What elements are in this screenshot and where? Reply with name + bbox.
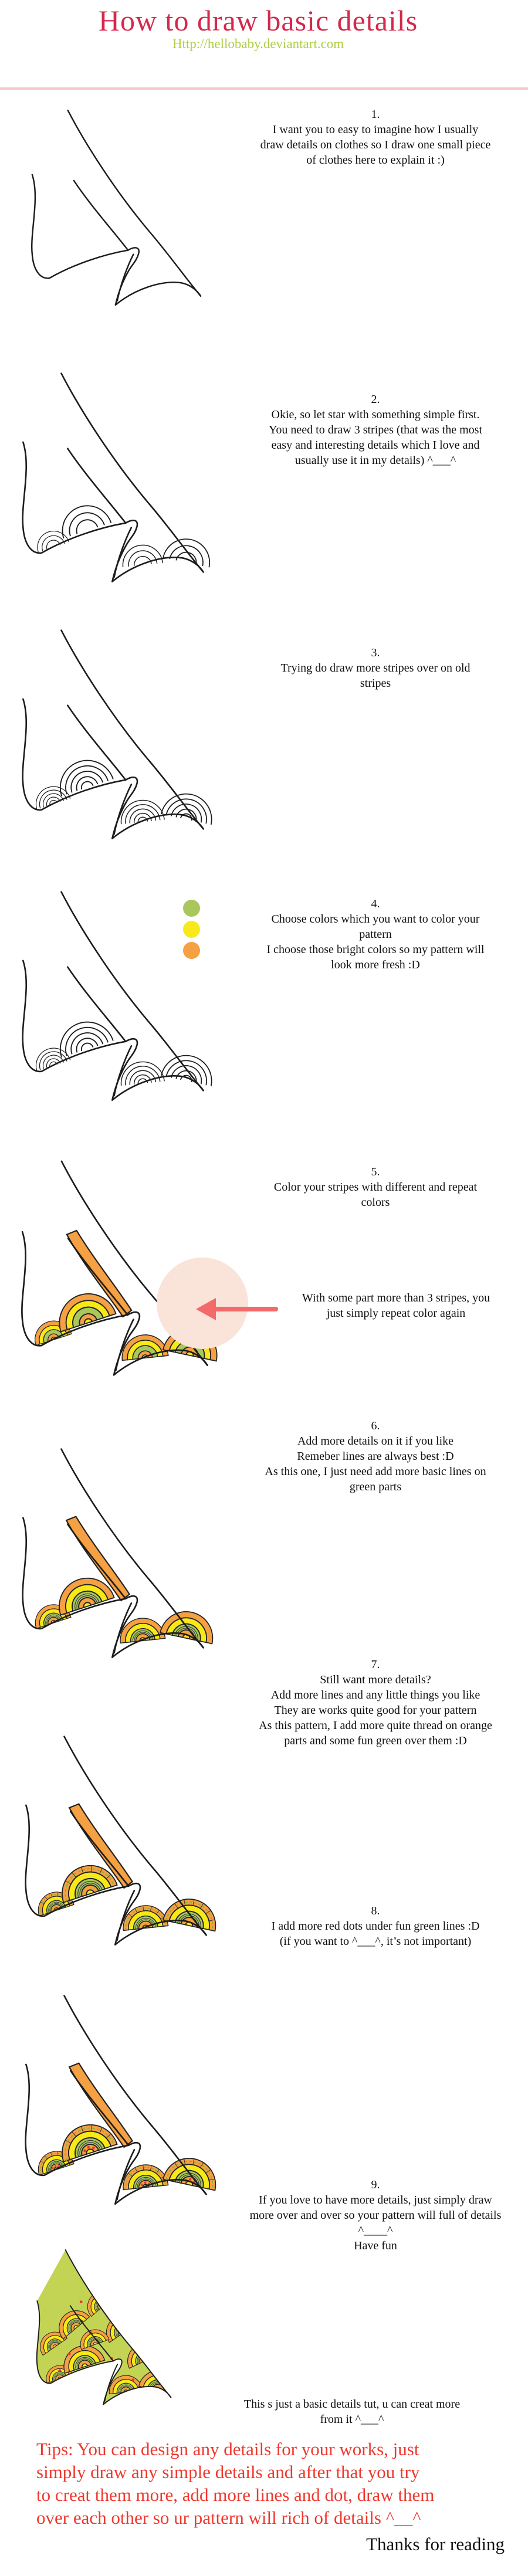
step-text-line: Add more details on it if you like [297,1435,454,1448]
step-text-line: They are works quite good for your patte… [274,1704,477,1717]
step-text-line: more over and over so your pattern will … [249,2209,502,2222]
footer-note-line: from it ^___^ [320,2413,384,2426]
step-5-text: 5. Color your stripes with different and … [229,1164,522,1210]
step-text-line: Choose colors which you want to color yo… [271,913,480,926]
step-text-line: Add more lines and any little things you… [270,1689,480,1701]
step-text-line: I want you to easy to imagine how I usua… [272,123,479,136]
step-1-text: 1. I want you to easy to imagine how I us… [229,107,522,168]
step-6-drawing [6,1436,229,1669]
step-text-line: green parts [349,1480,402,1493]
step-text-line: As this one, I just need add more basic … [265,1465,486,1478]
step-text-line: If you love to have more details, just s… [259,2194,492,2206]
step-number: 9. [371,2178,380,2191]
step-text-line: Color your stripes with different and re… [273,1181,478,1194]
step-text-line: draw details on clothes so I draw one sm… [260,138,491,151]
step-text-line: Still want more details? [320,1673,431,1686]
step-text-line: parts and some fun green over them :D [284,1734,467,1747]
step-text-line: Remeber lines are always best :D [297,1450,454,1463]
step-7-drawing [9,1723,232,1957]
step-number: 1. [371,108,380,121]
step-text-line: (if you want to ^___^, it’s not importan… [279,1935,472,1948]
color-swatches [183,900,201,963]
step-9-text: 9. If you love to have more details, just… [229,2177,522,2253]
tips-line: over each other so ur pattern will rich … [36,2507,421,2528]
step-2-text: 2. Okie, so let star with something simpl… [229,392,522,468]
step-number: 3. [371,646,380,659]
step-text-line: I add more red dots under fun green line… [271,1920,480,1933]
step-3-drawing [6,617,229,850]
highlight-circle [157,1258,248,1349]
tips-line: simply draw any simple details and after… [36,2462,420,2482]
tips-line: to creat them more, add more lines and d… [36,2485,435,2505]
step-1-drawing [12,104,229,310]
step-text-line: pattern [359,928,392,941]
tips-text: Tips: You can design any details for you… [36,2438,512,2529]
step-number: 6. [371,1419,380,1432]
swatch-yellow [183,921,200,938]
step-text-line: easy and interesting details which I lov… [271,439,480,452]
step-text-line: look more fresh :D [331,958,420,971]
step-number: 4. [371,897,380,910]
footer-note: This s just a basic details tut, u can c… [229,2397,475,2427]
step-2-drawing [6,360,229,594]
step-text-line: of clothes here to explain it :) [306,154,445,167]
author-url[interactable]: Http://hellobaby.deviantart.com [172,36,344,51]
annotation-line: just simply repeat color again [326,1307,466,1320]
step-9-drawing [18,2245,197,2408]
step-3-text: 3. Trying do draw more stripes over on ol… [229,645,522,691]
step-number: 2. [371,393,380,406]
footer-note-line: This s just a basic details tut, u can c… [243,2398,461,2411]
step-text-line: usually use it in my details) ^___^ [295,454,456,467]
step-4-text: 4. Choose colors which you want to color … [229,896,522,972]
step-4-drawing [6,879,229,1112]
step-text-line: colors [361,1196,390,1209]
annotation-arrow-icon [196,1298,278,1320]
thanks-text: Thanks for reading [366,2534,505,2554]
step-text-line: ^____^ [358,2224,393,2237]
step-8-drawing [9,1982,232,2216]
step-text-line: As this pattern, I add more quite thread… [259,1719,492,1732]
step-text-line: Okie, so let star with something simple … [271,408,480,421]
step-text-line: Trying do draw more stripes over on old [280,662,471,674]
step-number: 7. [371,1658,380,1671]
step-number: 8. [371,1904,380,1917]
step-text-line: You need to draw 3 stripes (that was the… [268,423,483,436]
annotation-text: With some part more than 3 stripes, you j… [267,1290,525,1321]
step-7-text: 7. Still want more details? Add more lines… [229,1657,522,1748]
step-8-text: 8. I add more red dots under fun green li… [229,1903,522,1949]
step-text-line: I choose those bright colors so my patte… [266,943,485,956]
step-text-line: Have fun [354,2239,397,2252]
step-number: 5. [371,1165,380,1178]
swatch-orange [183,942,200,959]
swatch-green [183,900,200,917]
annotation-line: With some part more than 3 stripes, you [302,1292,490,1304]
page-title: How to draw basic details [98,4,418,37]
header-divider [0,87,528,90]
step-text-line: stripes [360,677,391,690]
tips-line: Tips: You can design any details for you… [36,2439,419,2459]
